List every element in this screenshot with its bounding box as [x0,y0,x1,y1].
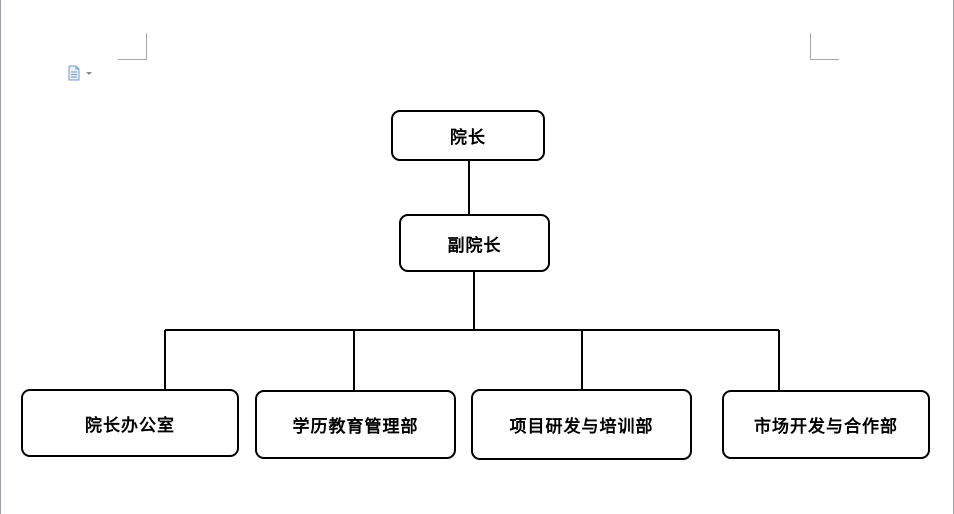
node-vice-president: 副院长 [399,214,550,272]
node-market-cooperation-dept: 市场开发与合作部 [722,390,930,459]
node-president: 院长 [391,110,545,161]
node-project-research-training-dept: 项目研发与培训部 [471,389,692,460]
node-academic-education-dept: 学历教育管理部 [255,390,456,459]
document-options-icon[interactable] [68,65,96,81]
margin-mark-top-left [118,33,147,60]
margin-mark-top-right [810,33,839,60]
node-president-office: 院长办公室 [21,389,239,457]
